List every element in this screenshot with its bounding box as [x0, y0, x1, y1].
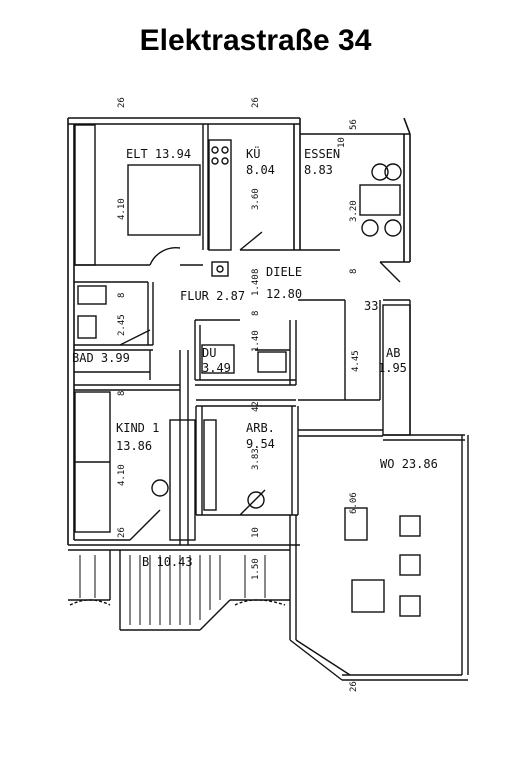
room-label-du-area: 3.49 [202, 361, 231, 375]
dim-410-elt: 4.10 [117, 198, 127, 220]
dim-150-balcony: 1.50 [251, 558, 261, 580]
dim-140-b: 1.40 [251, 330, 261, 352]
dim-445: 4.45 [351, 350, 361, 372]
dim-140-a: 1.40 [251, 274, 261, 296]
dim-26-bottom-right: 26 [349, 681, 359, 692]
dim-606-wo: 6.06 [349, 492, 359, 514]
dim-8-bad: 8 [117, 293, 127, 298]
dim-42: 42 [251, 401, 261, 412]
room-label-flur: FLUR 2.87 [180, 289, 245, 303]
dim-320-essen: 3.20 [349, 200, 359, 222]
room-label-bad: BAD 3.99 [72, 351, 130, 365]
room-label-arb-name: ARB. [246, 421, 275, 435]
dim-26-kind-bottom: 26 [117, 527, 127, 538]
room-label-arb-area: 9.54 [246, 437, 275, 451]
room-label-kue-area: 8.04 [246, 163, 275, 177]
dim-8-du: 8 [251, 311, 261, 316]
room-label-diele-name: DIELE [266, 265, 302, 279]
plan-title: Elektrastraße 34 [139, 24, 372, 57]
interior-walls [68, 124, 469, 681]
room-label-essen-area: 8.83 [304, 163, 333, 177]
room-label-essen-name: ESSEN [304, 147, 340, 161]
dim-360-kue: 3.60 [251, 188, 261, 210]
dim-26-top-mid: 26 [251, 97, 261, 108]
dim-8-essen: 8 [349, 269, 359, 274]
room-labels: ELT 13.94 KÜ 8.04 ESSEN 8.83 FLUR 2.87 D… [72, 145, 438, 569]
dim-10-arb-bottom: 10 [251, 527, 261, 538]
room-label-elt: ELT 13.94 [126, 147, 191, 161]
dim-8-kind: 8 [117, 391, 127, 396]
room-label-kind1-name: KIND 1 [116, 421, 159, 435]
dim-26-top-left: 26 [117, 97, 127, 108]
room-label-kind1-area: 13.86 [116, 439, 152, 453]
dim-33: 33 [364, 299, 378, 313]
dim-8-flur: 8 [251, 269, 261, 274]
dim-383-arb: 3.83 [251, 448, 261, 470]
balcony-railing [79, 555, 266, 625]
dimension-labels: 26 26 10 56 4.10 3.60 3.20 8 8 33 2.45 8… [117, 97, 378, 692]
dim-245-bad: 2.45 [117, 314, 127, 336]
room-label-ab-name: AB [386, 346, 400, 360]
dim-56-essen: 56 [349, 119, 359, 130]
room-label-ab-area: 1.95 [378, 361, 407, 375]
room-label-wo: WO 23.86 [380, 457, 438, 471]
room-label-du-name: DU [202, 346, 216, 360]
dim-410-kind: 4.10 [117, 464, 127, 486]
room-label-b: B 10.43 [142, 555, 193, 569]
room-label-diele-area: 12.80 [266, 287, 302, 301]
exterior-walls [67, 117, 411, 546]
room-label-kue-name: KÜ [246, 145, 260, 161]
dim-10-essen: 10 [337, 137, 347, 148]
